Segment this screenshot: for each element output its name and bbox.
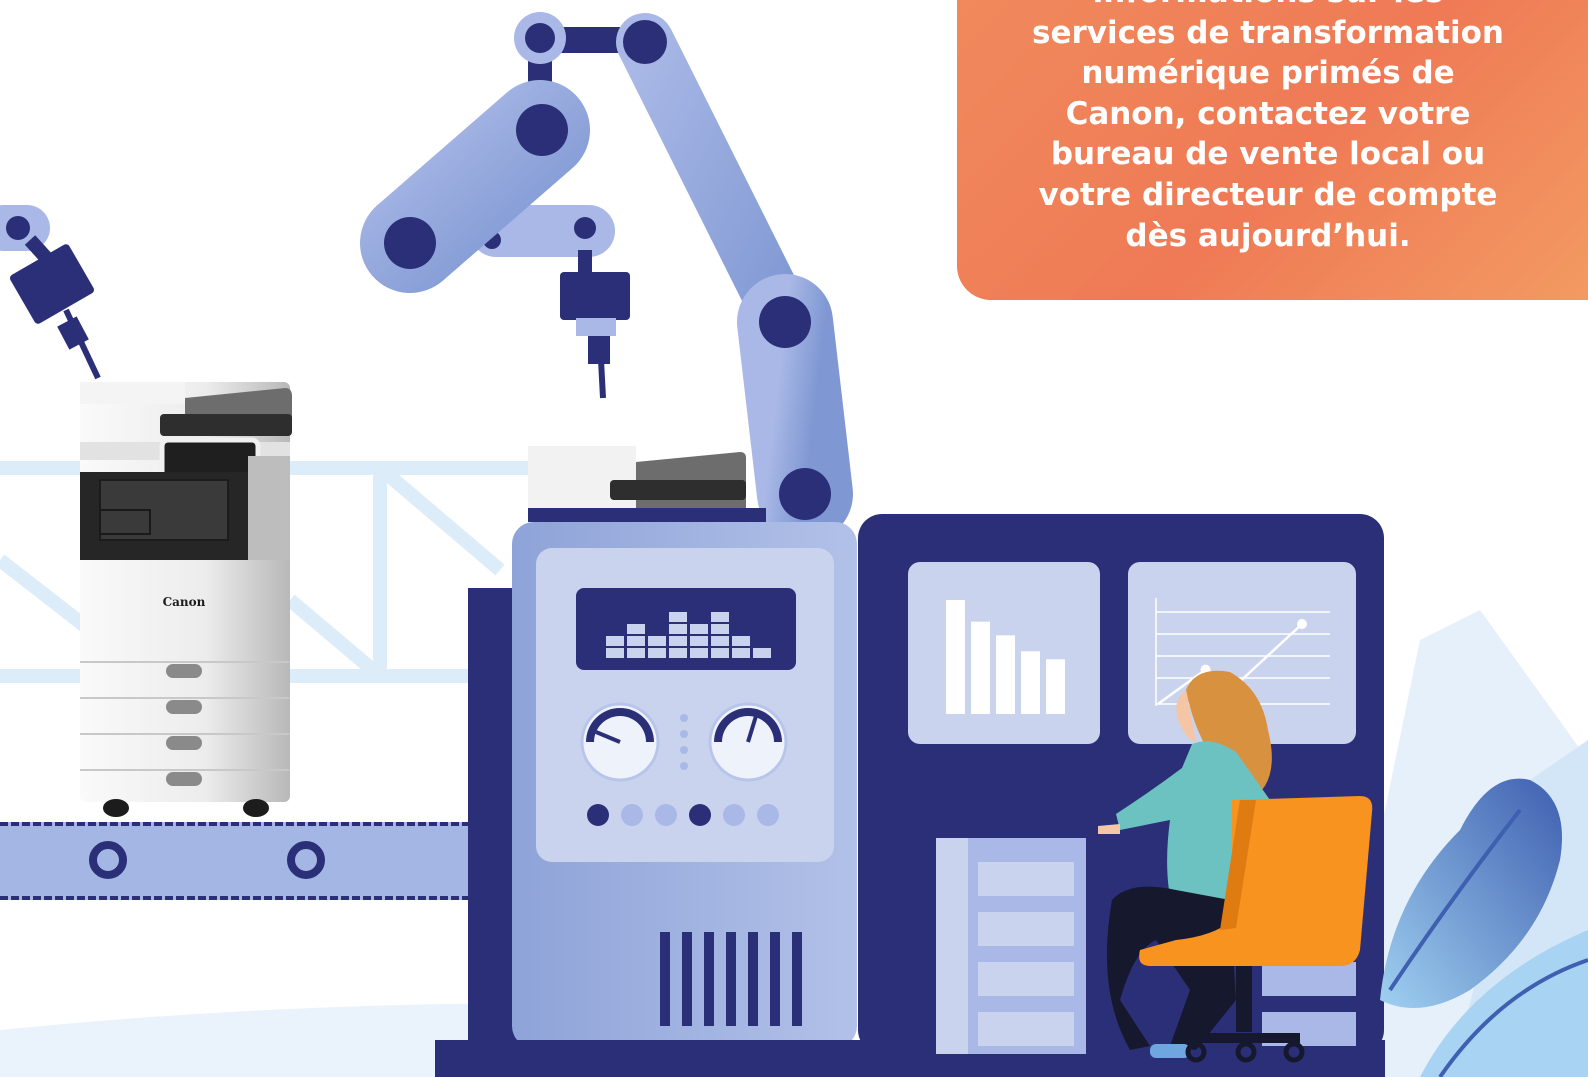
- bar-chart-bars: [946, 600, 1065, 714]
- bar-chart-bar: [1021, 651, 1040, 714]
- office-chair: [1139, 796, 1373, 1063]
- conveyor-wheel: [287, 841, 325, 879]
- paper-drawers: [80, 661, 290, 786]
- conveyor-wheel: [89, 841, 127, 879]
- callout-line: Canon, contactez votre: [1065, 95, 1471, 132]
- plant-leaves: [1380, 778, 1588, 1077]
- equalizer-bars: [606, 612, 771, 658]
- bar-chart-bar: [971, 621, 990, 714]
- machine-vent: [660, 932, 802, 1026]
- indicator-lights: [587, 804, 779, 826]
- callout-box: [957, 0, 1588, 300]
- callout-line: bureau de vente local ou: [1050, 136, 1486, 173]
- callout-line: numérique primés de: [1081, 55, 1455, 92]
- gauge-right: [708, 702, 788, 782]
- indicator-dots: [680, 714, 688, 770]
- bar-chart-bar: [1046, 659, 1065, 714]
- control-machine: [435, 522, 1385, 1077]
- scanner-unit: [528, 446, 766, 522]
- callout-text: informations sur les services de transfo…: [957, 0, 1579, 256]
- printer: Canon: [80, 382, 292, 817]
- callout-line: dès aujourd’hui.: [1125, 217, 1411, 254]
- large-robot-arm: [360, 12, 853, 542]
- left-robot-arm: [0, 205, 101, 380]
- line-chart-point: [1297, 619, 1307, 629]
- gauge-left: [580, 702, 660, 782]
- callout-line: informations sur les: [957, 0, 1579, 13]
- bar-chart-bar: [946, 600, 965, 714]
- callout-line: votre directeur de compte: [1038, 176, 1498, 213]
- conveyor-belt: [0, 822, 470, 900]
- callout-line: services de transformation: [1032, 14, 1504, 51]
- printer-brand-label: Canon: [163, 595, 206, 609]
- center-robot-arm: [470, 205, 630, 399]
- bar-chart-bar: [996, 635, 1015, 714]
